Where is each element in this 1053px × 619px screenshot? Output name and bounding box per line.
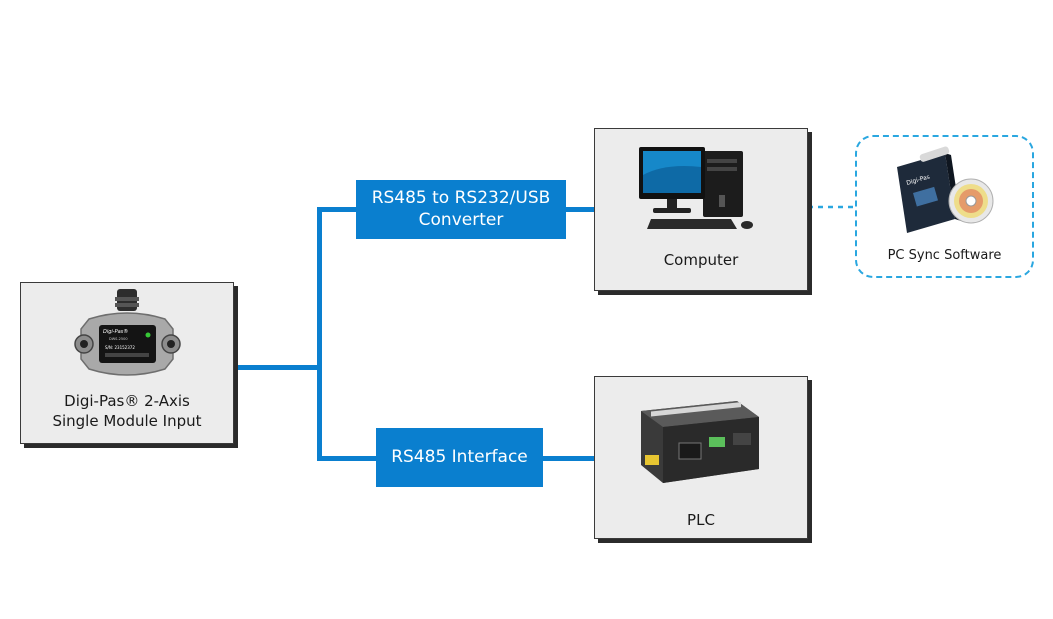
dotted-link-computer-software [808, 205, 858, 209]
software-package-icon: Digi-Pas [897, 146, 994, 233]
device-serial-text: S/N: 23152372 [105, 345, 135, 350]
converter-node: RS485 to RS232/USB Converter [356, 180, 566, 239]
converter-label-line2: Converter [418, 210, 504, 230]
device-brand-text: Digi-Pas® [103, 328, 128, 335]
computer-icon [639, 147, 753, 229]
inclinometer-device-icon: Digi-Pas® DWS-2500 S/N: 23152372 [74, 289, 181, 376]
plc-icon [641, 401, 759, 483]
connector-interface-to-plc [542, 456, 596, 461]
connector-to-converter [317, 207, 357, 212]
device-model-text: DWS-2500 [109, 337, 128, 341]
connector-converter-to-computer [565, 207, 595, 212]
computer-node: Computer [594, 128, 808, 291]
software-label: PC Sync Software [887, 248, 1002, 263]
software-node: Digi-Pas PC Sync Software [855, 135, 1034, 278]
sensor-node: Digi-Pas® DWS-2500 S/N: 23152372 Digi-Pa… [20, 282, 234, 444]
connector-vertical-bus [317, 207, 322, 461]
connector-to-interface [317, 456, 377, 461]
computer-label: Computer [663, 251, 739, 269]
converter-label-line1: RS485 to RS232/USB [371, 188, 551, 208]
interface-label: RS485 Interface [391, 447, 528, 467]
sensor-label-line2: Single Module Input [52, 412, 202, 430]
interface-node: RS485 Interface [376, 428, 543, 487]
sensor-label-line1: Digi-Pas® 2-Axis [64, 392, 190, 410]
connector-sensor-trunk [234, 365, 322, 370]
plc-node: PLC [594, 376, 808, 539]
plc-label: PLC [687, 511, 715, 529]
